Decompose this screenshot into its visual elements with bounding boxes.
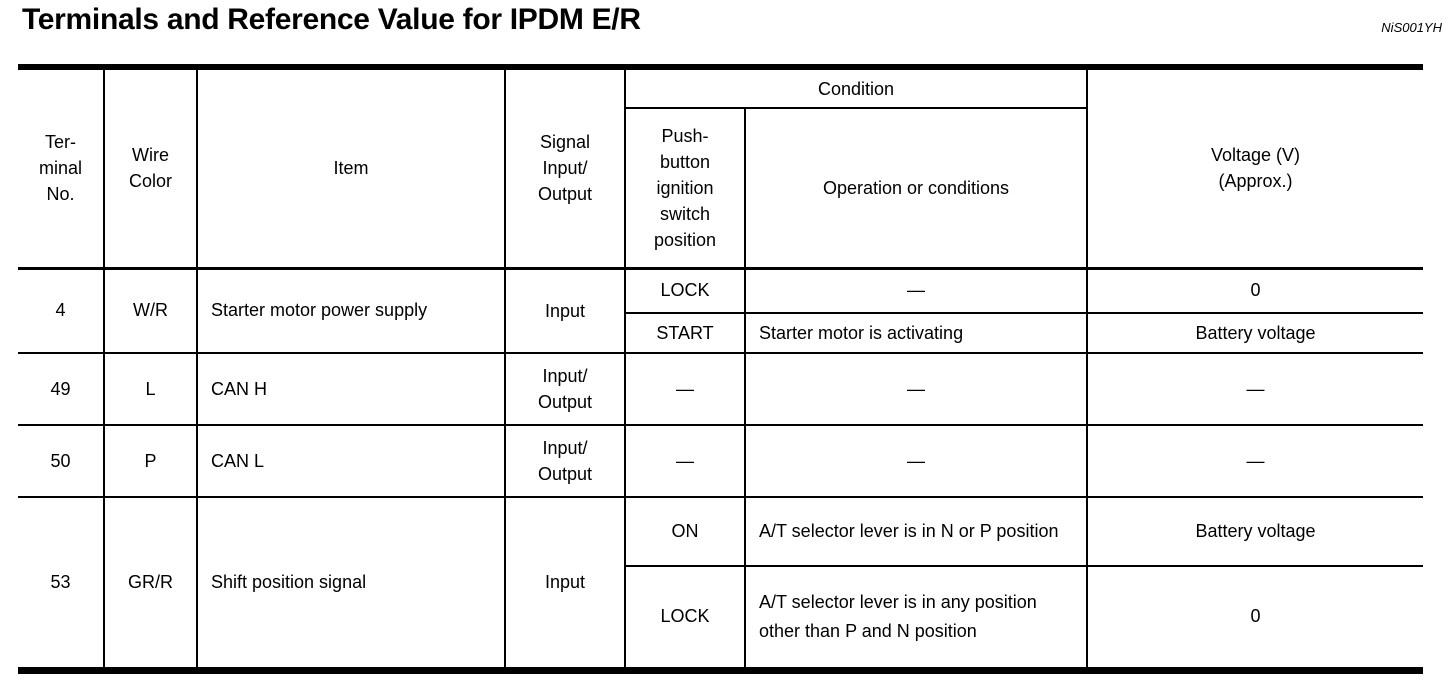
ignition-position-cell: START — [624, 312, 746, 354]
ignition-position-cell: — — [624, 424, 746, 498]
terminal-no-cell: 4 — [17, 266, 105, 354]
voltage-cell: — — [1086, 352, 1424, 426]
wire-color-cell: GR/R — [103, 496, 198, 671]
operation-cell: A/T selector lever is in any position ot… — [744, 565, 1088, 671]
voltage-cell: — — [1086, 424, 1424, 498]
wire-color-cell: L — [103, 352, 198, 426]
voltage-cell: 0 — [1086, 266, 1424, 314]
item-cell: Starter motor power supply — [196, 266, 506, 354]
signal-cell: Input — [504, 266, 626, 354]
terminal-no-cell: 53 — [17, 496, 105, 671]
header-condition: Condition — [624, 66, 1088, 109]
table-row-terminal-49: 49 L CAN H Input/ Output — — — — [17, 352, 1424, 426]
table-row-terminal-4-lock: 4 W/R Starter motor power supply Input L… — [17, 266, 1424, 354]
wire-color-cell: P — [103, 424, 198, 498]
voltage-cell: 0 — [1086, 565, 1424, 671]
ignition-position-cell: ON — [624, 496, 746, 567]
header-item: Item — [196, 66, 506, 269]
header-row-sub: Push- button ignition switch position Op… — [18, 107, 1423, 269]
terminals-reference-table: Ter- minal No. Wire Color Item Signal In… — [17, 64, 1424, 674]
operation-cell: — — [744, 352, 1088, 426]
header-wire-color: Wire Color — [103, 66, 198, 269]
operation-cell: — — [744, 424, 1088, 498]
signal-cell: Input — [504, 496, 626, 671]
header-row-top: Ter- minal No. Wire Color Item Signal In… — [17, 66, 1424, 269]
ignition-position-cell: LOCK — [624, 266, 746, 314]
item-cell: CAN L — [196, 424, 506, 498]
operation-cell: A/T selector lever is in N or P position — [744, 496, 1088, 567]
operation-cell: Starter motor is activating — [744, 312, 1088, 354]
terminal-no-cell: 49 — [17, 352, 105, 426]
table-row-terminal-50: 50 P CAN L Input/ Output — — — — [17, 424, 1424, 498]
figure-code: NiS001YH — [1381, 20, 1442, 35]
header-ignition-switch-position: Push- button ignition switch position — [624, 107, 746, 269]
table-row-terminal-4-start: START Starter motor is activating Batter… — [18, 312, 1424, 354]
ignition-position-cell: — — [624, 352, 746, 426]
operation-cell: — — [744, 266, 1088, 314]
signal-cell: Input/ Output — [504, 424, 626, 498]
item-cell: CAN H — [196, 352, 506, 426]
header-voltage: Voltage (V) (Approx.) — [1086, 66, 1424, 269]
voltage-cell: Battery voltage — [1086, 312, 1424, 354]
table-row-terminal-53-lock: LOCK A/T selector lever is in any positi… — [18, 565, 1424, 671]
page-title: Terminals and Reference Value for IPDM E… — [22, 3, 641, 36]
header-operation-or-conditions: Operation or conditions — [744, 107, 1088, 269]
wire-color-cell: W/R — [103, 266, 198, 354]
table-row-terminal-53-on: 53 GR/R Shift position signal Input ON A… — [17, 496, 1424, 671]
item-cell: Shift position signal — [196, 496, 506, 671]
voltage-cell: Battery voltage — [1086, 496, 1424, 567]
title-bar: Terminals and Reference Value for IPDM E… — [0, 0, 1456, 42]
signal-cell: Input/ Output — [504, 352, 626, 426]
ignition-position-cell: LOCK — [624, 565, 746, 671]
header-signal-input-output: Signal Input/ Output — [504, 66, 626, 269]
terminal-no-cell: 50 — [17, 424, 105, 498]
header-terminal-no: Ter- minal No. — [17, 66, 105, 269]
